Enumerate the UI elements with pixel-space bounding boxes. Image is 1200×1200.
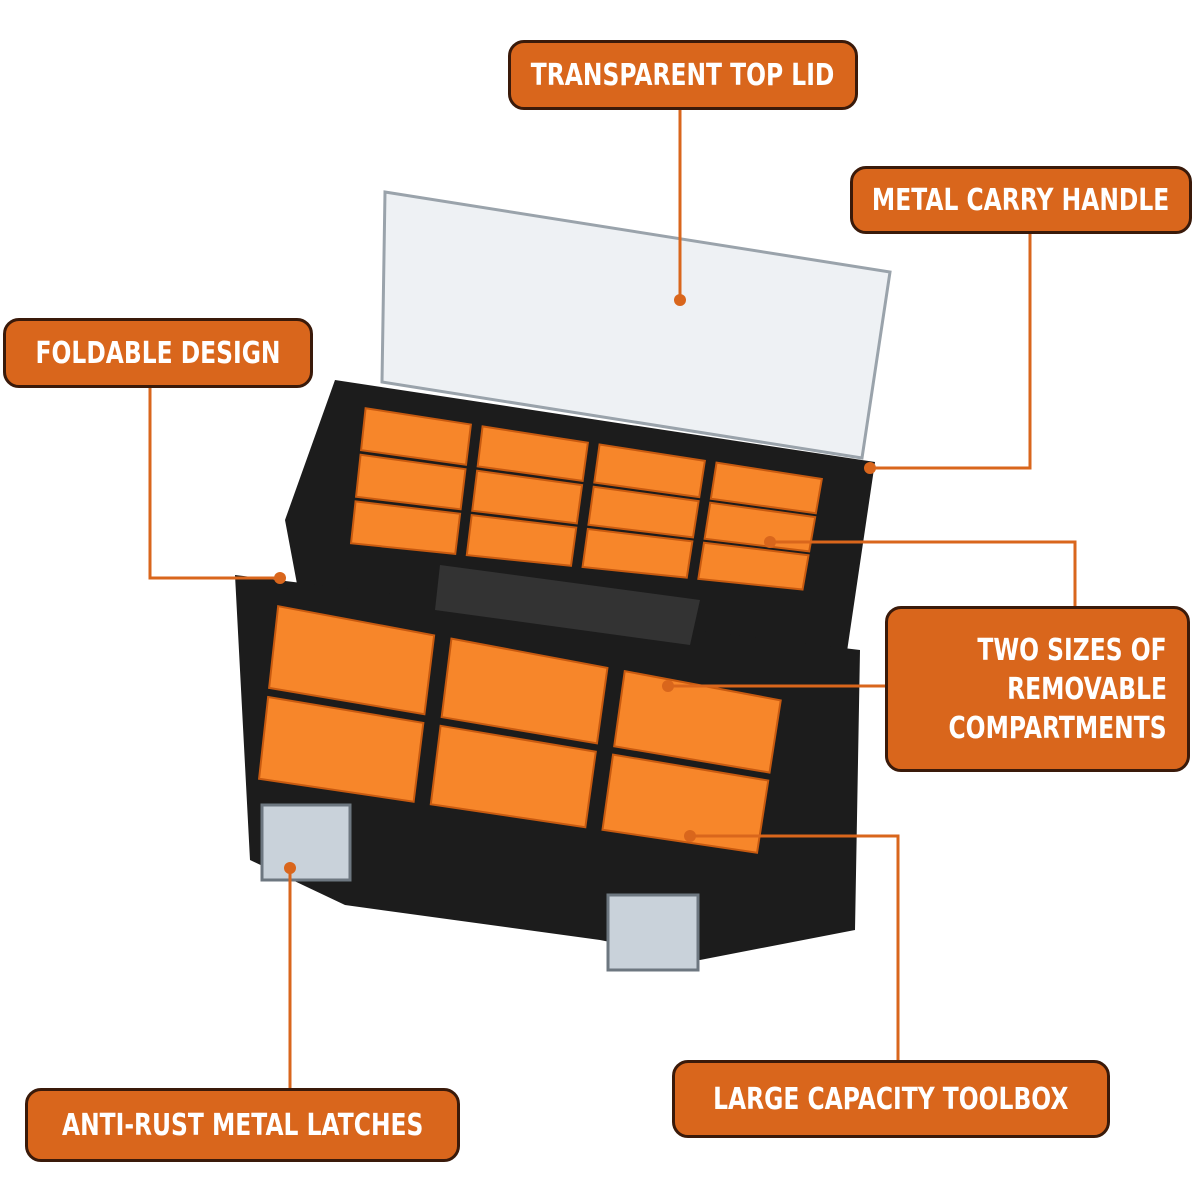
small-compartment: [709, 461, 823, 515]
small-compartment: [349, 500, 462, 556]
label-text: METAL CARRY HANDLE: [872, 182, 1170, 218]
small-compartment: [359, 407, 472, 466]
small-compartment: [354, 453, 467, 511]
label-large-capacity: LARGE CAPACITY TOOLBOX: [672, 1060, 1110, 1138]
small-compartment: [697, 541, 810, 591]
label-foldable-design: FOLDABLE DESIGN: [3, 318, 313, 388]
large-compartment: [257, 695, 425, 803]
label-text: LARGE CAPACITY TOOLBOX: [713, 1081, 1069, 1117]
small-compartment: [471, 469, 584, 525]
large-compartment: [440, 637, 609, 745]
label-text: ANTI-RUST METAL LATCHES: [61, 1107, 424, 1143]
label-text: TRANSPARENT TOP LID: [531, 57, 835, 93]
large-compartment: [268, 604, 436, 716]
carry-handle: [435, 565, 700, 645]
connector-dots: [274, 294, 876, 874]
large-compartment: [429, 724, 597, 829]
metal-latch-right: [606, 893, 700, 972]
label-transparent-top-lid: TRANSPARENT TOP LID: [508, 40, 858, 110]
small-compartment: [593, 443, 706, 499]
label-text: TWO SIZES OF: [977, 632, 1167, 668]
small-compartment: [465, 514, 578, 567]
label-removable-compartments: TWO SIZES OF REMOVABLE COMPARTMENTS: [885, 606, 1190, 772]
label-anti-rust-latches: ANTI-RUST METAL LATCHES: [25, 1088, 460, 1162]
label-text: FOLDABLE DESIGN: [35, 335, 281, 371]
small-compartment: [581, 527, 694, 579]
label-text: REMOVABLE: [1007, 671, 1167, 707]
small-compartment: [703, 501, 817, 553]
large-compartment: [601, 753, 770, 854]
metal-latch-left: [260, 803, 352, 882]
connector-lines: [148, 110, 1077, 1088]
transparent-lid: [380, 190, 892, 460]
small-compartment: [476, 425, 589, 483]
label-text: COMPARTMENTS: [948, 710, 1167, 746]
large-compartment: [613, 669, 782, 774]
label-metal-carry-handle: METAL CARRY HANDLE: [850, 166, 1192, 234]
small-compartment: [587, 485, 700, 539]
